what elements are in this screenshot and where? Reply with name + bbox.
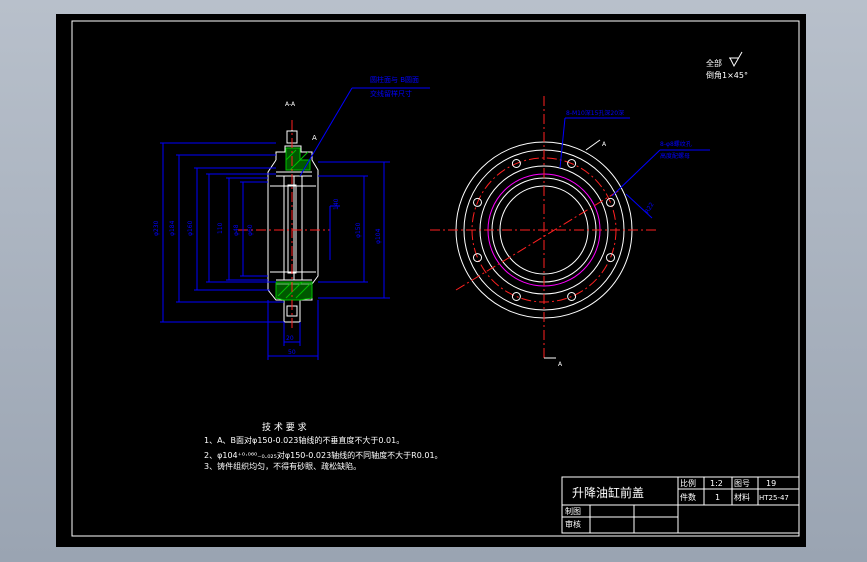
drawn-label: 制图 <box>565 506 581 516</box>
requirement-1: 1、A、B面对φ150-0.023轴线的不垂直度不大于0.01。 <box>204 435 404 445</box>
dim-d2: φ184 <box>169 220 176 236</box>
dim-w1: 20 <box>286 335 294 342</box>
sheet-background <box>56 14 806 547</box>
cut-marker-top: A <box>602 141 607 148</box>
holes-note-mid2: 高度配螺母 <box>660 152 690 160</box>
requirement-2: 2、φ104⁺⁰·⁰⁶⁰₋₀.₀₂₅对φ150-0.023轴线的不同轴度不大于R… <box>204 450 443 460</box>
dim-d5: φ150 <box>355 222 362 238</box>
requirement-3: 3、铸件组织均匀，不得有砂眼、疏松缺陷。 <box>204 461 361 471</box>
groove-note-top: 圆柱面与 B圆面 <box>370 75 419 84</box>
front-centerlines <box>430 96 658 358</box>
surface-finish-icon <box>729 51 743 68</box>
qty-value: 1 <box>715 493 720 502</box>
finish-note-line2: 倒角1×45° <box>706 70 748 80</box>
groove-leader <box>299 87 430 177</box>
scale-value: 1:2 <box>710 479 723 488</box>
dim-d8: φ60 <box>247 224 254 236</box>
section-label: A-A <box>285 101 296 108</box>
holes-note-top: 8-M10深15孔深20深 <box>566 109 624 117</box>
material-value: HT25-47 <box>759 494 789 502</box>
title-block-grid <box>561 476 800 534</box>
section-cut-markers <box>544 139 601 359</box>
dim-d6: φ104 <box>375 228 382 244</box>
requirements-title: 技 术 要 求 <box>262 421 307 433</box>
dim-d4: 110 <box>217 222 224 234</box>
dim-d1: φ230 <box>153 220 160 236</box>
section-hatch <box>275 147 313 301</box>
bolt-hole <box>473 197 482 207</box>
dim-d7: φ48 <box>233 224 240 236</box>
qty-label: 件数 <box>680 492 696 502</box>
bolt-hole <box>567 159 577 168</box>
bolt-hole <box>606 197 615 207</box>
dim-d9: 140 <box>333 198 340 210</box>
bolt-hole <box>511 292 521 301</box>
bolt-hole <box>511 159 521 168</box>
groove-note-bottom: 交线留样尺寸 <box>370 89 412 98</box>
bolt-holes <box>473 159 615 301</box>
bolt-hole <box>473 253 482 263</box>
drawing-no-value: 19 <box>766 479 776 488</box>
section-dim-texts: φ230 φ184 φ160 110 φ48 φ60 φ104 φ150 140… <box>153 198 382 356</box>
material-label: 材料 <box>734 492 750 502</box>
finish-note-line1: 全部 <box>706 58 722 68</box>
flange-outline <box>267 145 319 323</box>
hole-leaders <box>559 117 710 219</box>
drawing-no-label: 图号 <box>734 479 750 488</box>
part-name: 升降油缸前盖 <box>572 485 644 500</box>
bolt-hole <box>606 253 615 263</box>
scale-label: 比例 <box>680 478 696 488</box>
bolt-hole <box>567 292 577 301</box>
dim-d3: φ160 <box>187 220 194 236</box>
dim-w2: 50 <box>288 349 296 356</box>
drawing-frame <box>71 20 800 537</box>
holes-note-mid: 8-φ8螺纹孔 <box>660 140 692 148</box>
cut-marker-bottom: A <box>558 361 563 368</box>
section-marker-label: A <box>312 134 317 142</box>
checked-label: 审核 <box>565 519 581 529</box>
section-dimensions <box>160 142 390 360</box>
